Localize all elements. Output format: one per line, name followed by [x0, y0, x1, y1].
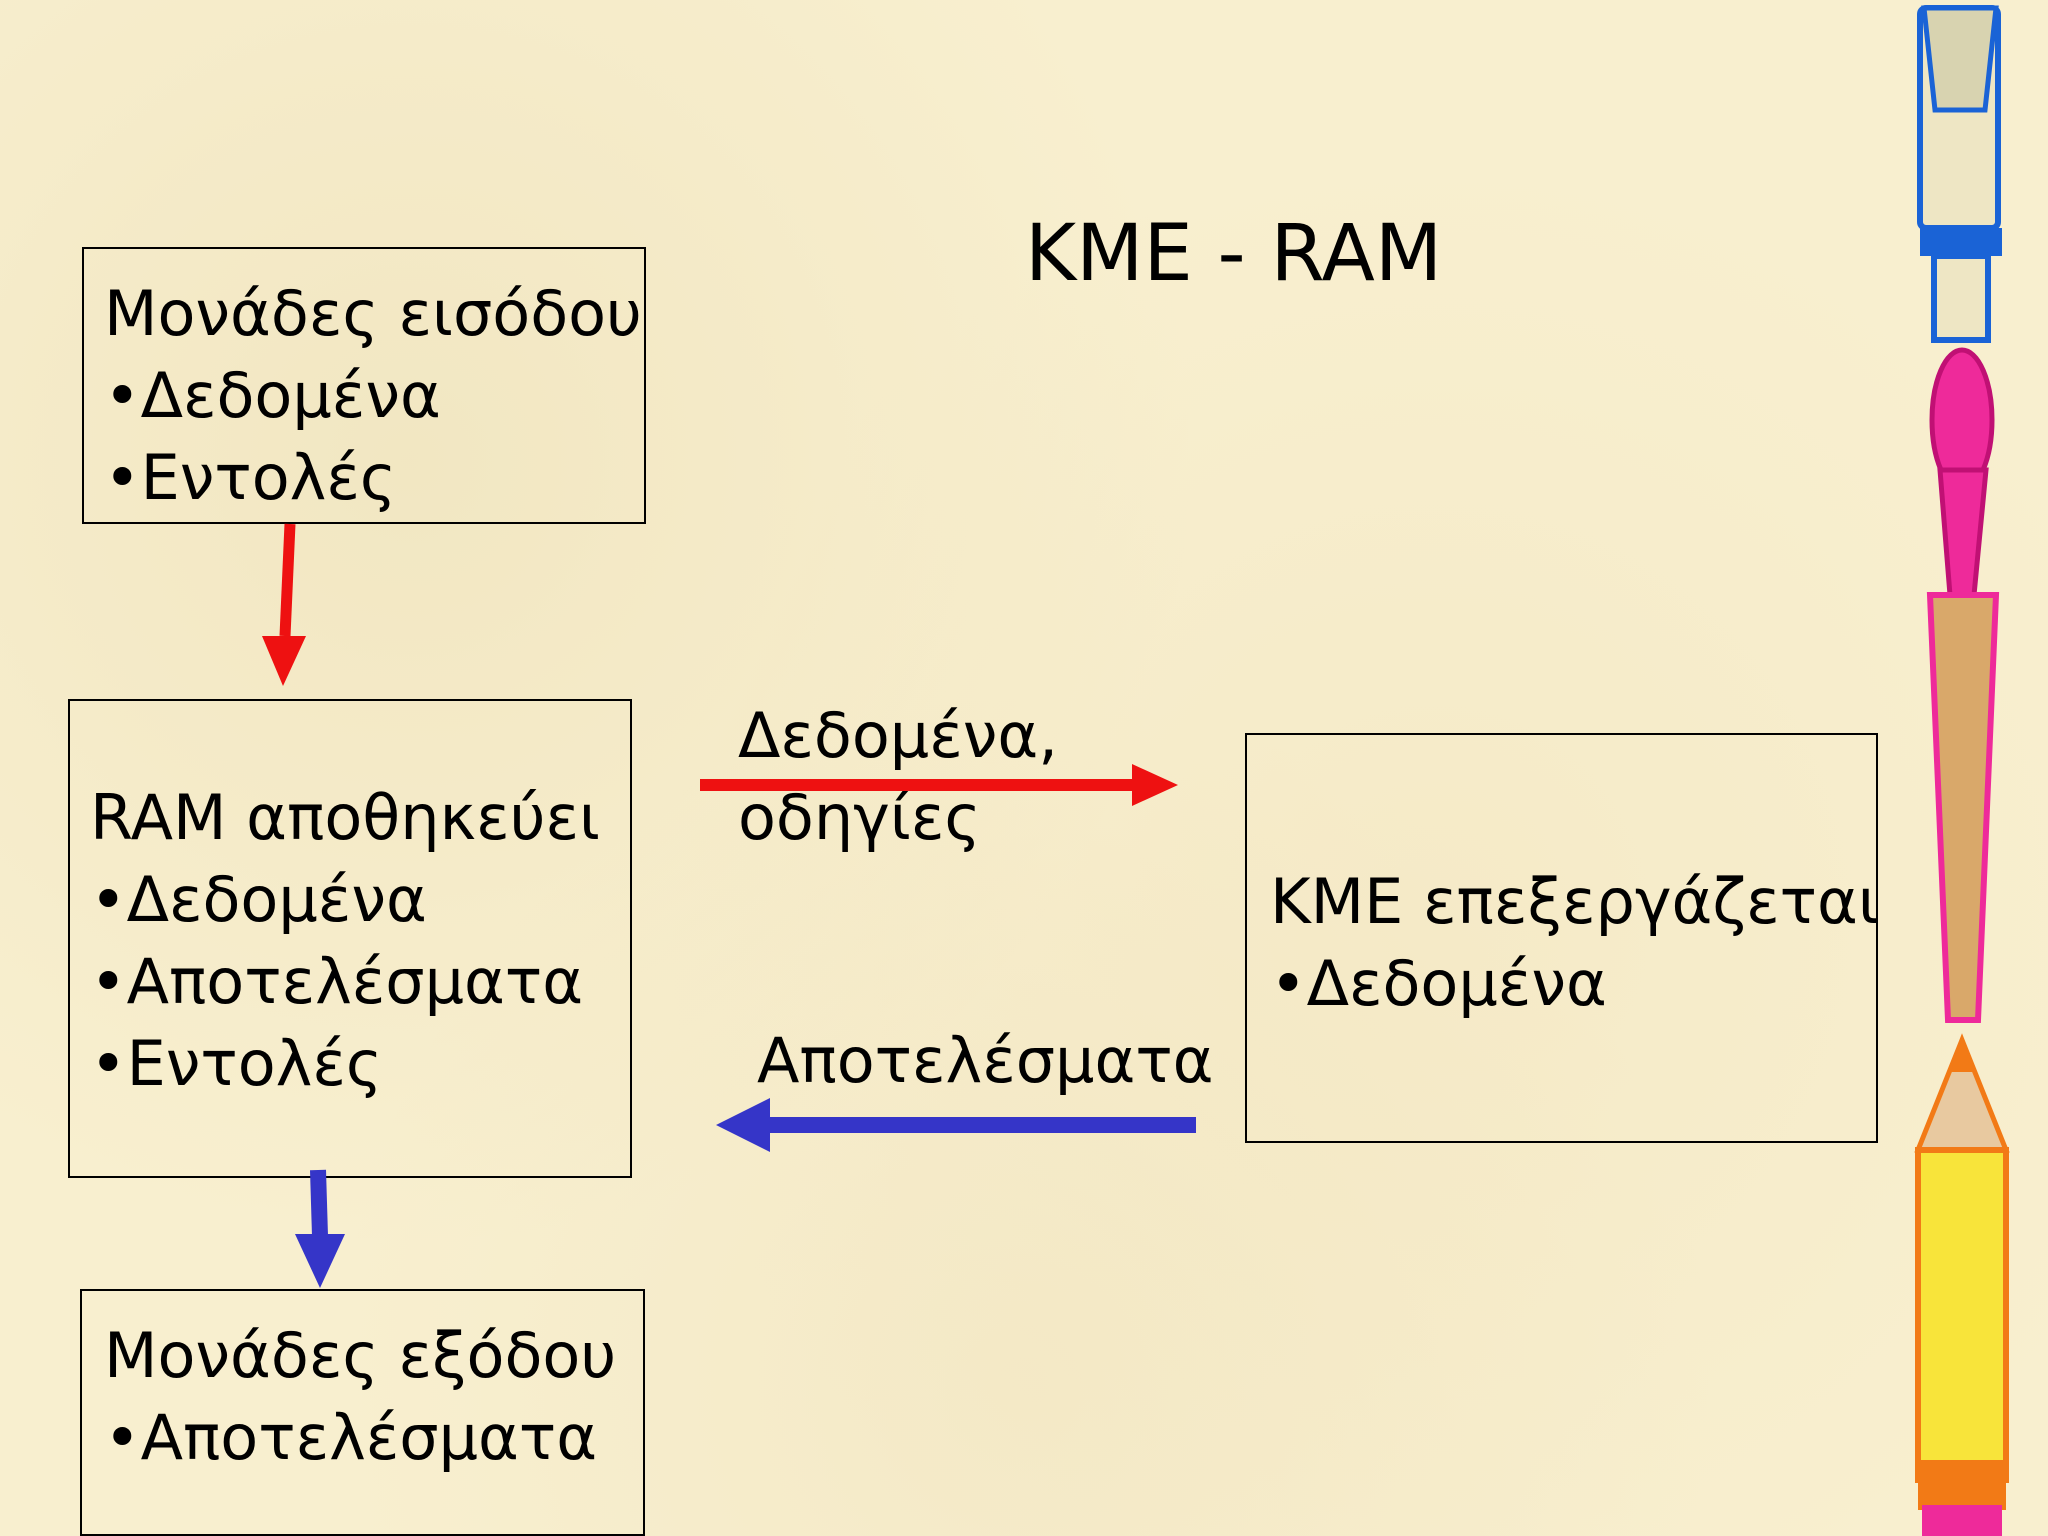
ram-item: •Αποτελέσματα — [90, 945, 584, 1018]
data-instructions-label: Δεδομένα, οδηγίες — [738, 695, 1058, 859]
cpu-heading: KME επεξεργάζεται — [1270, 865, 1879, 938]
ram-box: RAM αποθηκεύει •Δεδομένα •Αποτελέσματα •… — [68, 699, 632, 1178]
ram-to-output-arrow — [295, 1169, 345, 1288]
input-units-item: •Εντολές — [104, 441, 397, 514]
results-label: Αποτελέσματα — [757, 1024, 1214, 1097]
output-units-box: Μονάδες εξόδου •Αποτελέσματα — [80, 1289, 645, 1536]
output-units-item: •Αποτελέσματα — [104, 1401, 598, 1474]
pencil-icon — [1914, 1033, 2010, 1536]
data-instructions-label-line2: οδηγίες — [738, 781, 981, 854]
data-instructions-label-line1: Δεδομένα, — [738, 699, 1058, 772]
cpu-to-ram-arrow — [716, 1098, 1196, 1152]
input-units-item: •Δεδομένα — [104, 359, 441, 432]
cpu-item: •Δεδομένα — [1270, 947, 1607, 1020]
ram-to-cpu-arrow — [700, 764, 1178, 806]
marker-icon — [1917, 5, 2002, 343]
ram-item: •Εντολές — [90, 1027, 383, 1100]
ram-heading: RAM αποθηκεύει — [90, 781, 600, 854]
slide-title: KME - RAM — [1025, 209, 1443, 299]
output-units-heading: Μονάδες εξόδου — [104, 1319, 617, 1392]
paintbrush-icon — [1926, 347, 2000, 1023]
input-units-heading: Μονάδες εισόδου — [104, 277, 642, 350]
cpu-box: KME επεξεργάζεται •Δεδομένα — [1245, 733, 1879, 1143]
input-units-box: Μονάδες εισόδου •Δεδομένα •Εντολές — [82, 247, 646, 524]
ram-item: •Δεδομένα — [90, 863, 427, 936]
input-to-ram-arrow — [262, 523, 306, 686]
